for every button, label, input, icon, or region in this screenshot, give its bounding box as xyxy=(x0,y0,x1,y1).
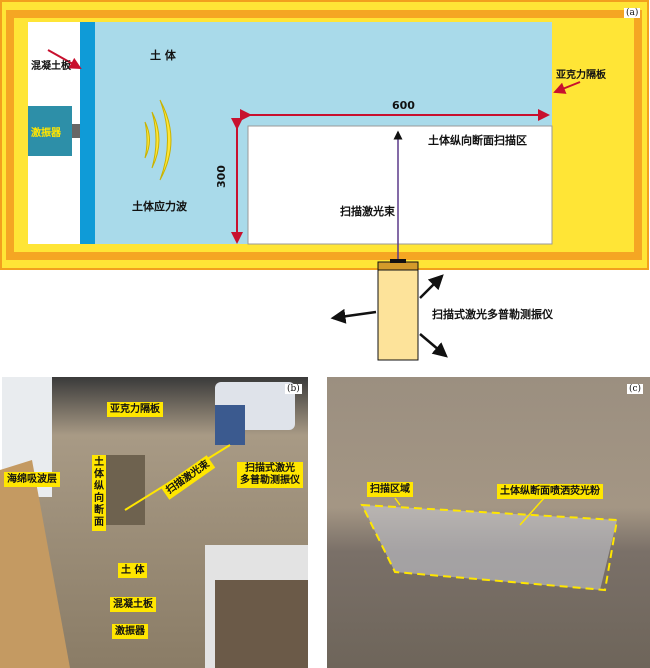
stress-wave-label: 土体应力波 xyxy=(132,200,187,213)
panel-c-photo xyxy=(327,377,650,668)
b-concrete-label: 混凝土板 xyxy=(110,597,156,612)
stress-wave-icon xyxy=(159,99,172,181)
vibrometer-device xyxy=(377,261,419,361)
vibrometer-label: 扫描式激光多普勒测振仪 xyxy=(432,308,553,321)
scan-area xyxy=(247,125,553,245)
exciter-box xyxy=(28,106,72,156)
b-vibrometer-line2: 多普勒测振仪 xyxy=(240,475,300,486)
laser-beam-label: 扫描激光束 xyxy=(340,205,395,218)
panel-a-diagram xyxy=(0,0,649,361)
c-powder-label: 土体纵断面喷洒荧光粉 xyxy=(497,484,603,499)
b-section-label: 土体纵向断面 xyxy=(92,455,106,531)
b-vibrometer-line1: 扫描式激光 xyxy=(245,463,295,474)
concrete-slab xyxy=(80,22,95,244)
width-dimension-label: 600 xyxy=(392,99,415,112)
panel-b-tag: (b) xyxy=(285,384,302,394)
scan-region-outline xyxy=(360,503,619,592)
panel-c-tag: (c) xyxy=(627,384,644,394)
c-scan-region-label: 扫描区域 xyxy=(367,482,413,497)
soil-label: 土 体 xyxy=(150,49,176,62)
b-soil-label: 土 体 xyxy=(118,563,148,578)
b-sponge-label: 海绵吸波层 xyxy=(4,472,60,487)
b-exciter-label: 激振器 xyxy=(112,624,148,639)
exciter-label: 激振器 xyxy=(31,128,61,139)
b-acrylic-label: 亚克力隔板 xyxy=(107,402,163,417)
concrete-slab-label: 混凝土板 xyxy=(31,61,71,72)
panel-a-tag: (a) xyxy=(624,8,641,18)
b-vibrometer-label: 扫描式激光多普勒测振仪 xyxy=(237,462,303,488)
panel-b-photo xyxy=(0,377,308,668)
height-dimension-label: 300 xyxy=(215,165,228,188)
acrylic-plate-label: 亚克力隔板 xyxy=(556,70,606,81)
scan-area-label: 土体纵向断面扫描区 xyxy=(428,134,527,147)
